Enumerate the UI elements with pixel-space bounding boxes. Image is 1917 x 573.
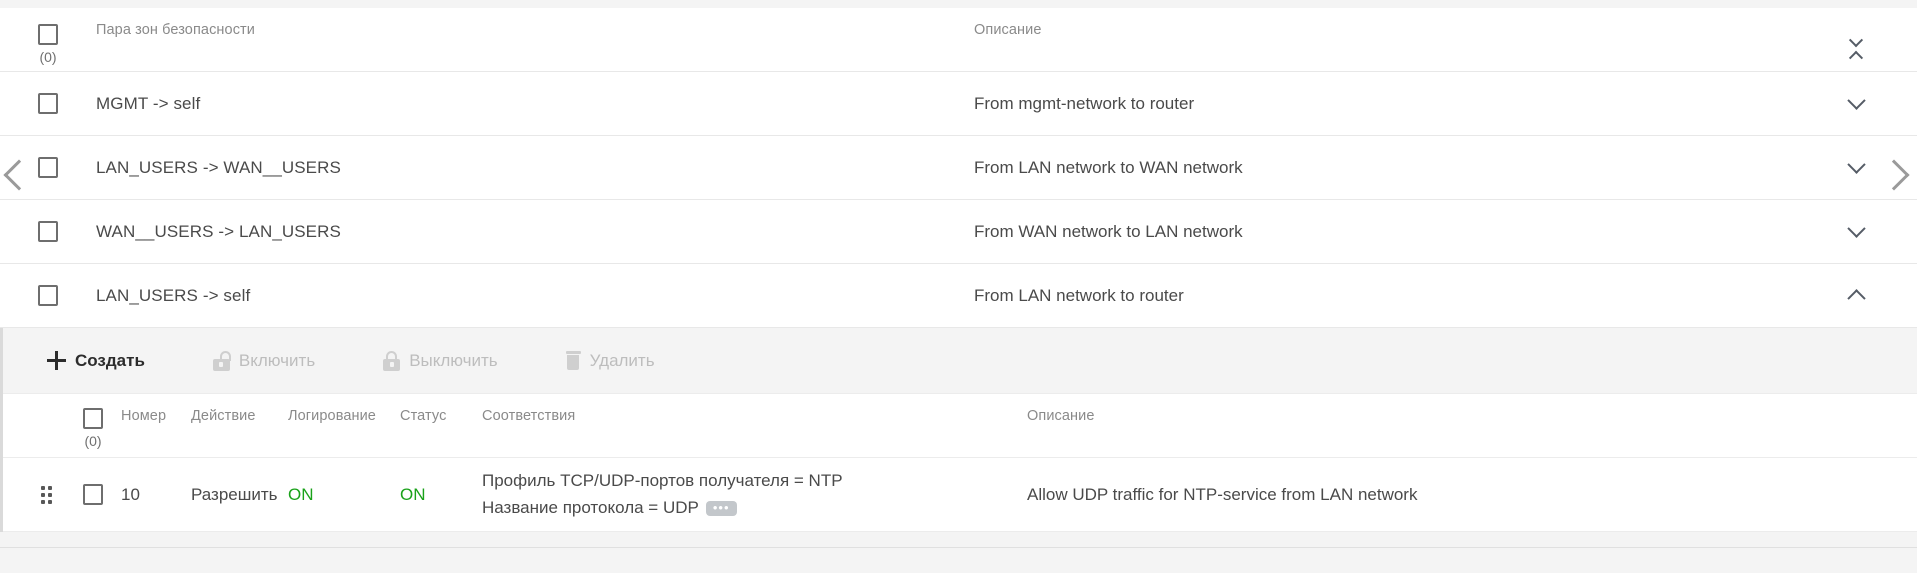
row-checkbox[interactable] — [38, 221, 58, 242]
select-all-count: (0) — [39, 49, 57, 65]
scroll-right-button[interactable] — [1877, 152, 1911, 198]
rule-drag-cell — [27, 485, 65, 504]
disable-button-label: Выключить — [409, 350, 498, 370]
select-all-cell: (0) — [20, 22, 76, 64]
zone-pair-description: From LAN network to router — [974, 285, 1184, 305]
column-header-status: Статус — [400, 408, 447, 424]
row-checkbox[interactable] — [38, 285, 58, 306]
rule-select-cell — [65, 484, 121, 505]
rule-match-line-1: Профиль TCP/UDP-портов получателя = NTP — [482, 471, 843, 491]
chevron-up-icon — [1846, 289, 1866, 308]
rule-match-line-2-wrap: Название протокола = UDP ••• — [482, 495, 1027, 521]
column-header-matches: Соответствия — [482, 408, 576, 424]
rule-status: ON — [400, 484, 426, 504]
rule-description: Allow UDP traffic for NTP-service from L… — [1027, 484, 1418, 504]
row-select-cell — [20, 157, 76, 178]
plus-icon — [47, 351, 66, 370]
rule-action: Разрешить — [191, 484, 278, 504]
column-header-pair: Пара зон безопасности — [96, 22, 255, 38]
column-header-description: Описание — [974, 22, 1042, 38]
zone-pair-description: From LAN network to WAN network — [974, 157, 1243, 177]
zone-pair-name: LAN_USERS -> WAN__USERS — [96, 157, 341, 177]
rule-row[interactable]: 10 Разрешить ON ON Профиль TCP/UDP-порто… — [3, 458, 1917, 532]
row-checkbox[interactable] — [38, 93, 58, 114]
column-header-rule-description: Описание — [1027, 408, 1095, 424]
chevron-left-icon — [3, 159, 35, 191]
zone-pair-row[interactable]: LAN_USERS -> WAN__USERS From LAN network… — [0, 136, 1917, 200]
zone-pair-detail-panel: Создать Включить Выключить — [0, 328, 1917, 532]
chevron-down-icon — [1848, 33, 1864, 48]
zone-pair-name: MGMT -> self — [96, 93, 201, 113]
rule-checkbox[interactable] — [83, 484, 103, 505]
rules-table: (0) Номер Действие Логирование Статус Со… — [3, 394, 1917, 532]
chevron-up-icon — [1848, 50, 1864, 65]
disable-button[interactable]: Выключить — [383, 350, 498, 371]
delete-button[interactable]: Удалить — [565, 350, 655, 371]
rule-match-line-2: Название протокола = UDP — [482, 497, 699, 517]
zone-pair-description: From WAN network to LAN network — [974, 221, 1243, 241]
zone-pair-row-expanded[interactable]: LAN_USERS -> self From LAN network to ro… — [0, 264, 1917, 328]
lock-closed-icon — [383, 350, 401, 371]
expand-row-button[interactable] — [1843, 219, 1869, 245]
chevron-right-icon — [1878, 159, 1910, 191]
chevron-down-icon — [1846, 219, 1866, 238]
drag-handle-icon[interactable] — [40, 485, 52, 504]
chevron-down-icon — [1846, 91, 1866, 110]
select-all-checkbox[interactable] — [38, 24, 58, 45]
zone-pair-row[interactable]: MGMT -> self From mgmt-network to router — [0, 72, 1917, 136]
bottom-strip — [0, 547, 1917, 573]
enable-button[interactable]: Включить — [212, 350, 316, 371]
zone-pair-name: WAN__USERS -> LAN_USERS — [96, 221, 341, 241]
rule-logging: ON — [288, 484, 314, 504]
rules-table-header: (0) Номер Действие Логирование Статус Со… — [3, 394, 1917, 458]
enable-button-label: Включить — [238, 350, 316, 370]
rules-select-all-cell: (0) — [65, 408, 121, 448]
zone-pair-name: LAN_USERS -> self — [96, 285, 251, 305]
column-header-action: Действие — [191, 408, 256, 424]
scroll-left-button[interactable] — [2, 152, 36, 198]
row-select-cell — [20, 221, 76, 242]
zone-pair-description: From mgmt-network to router — [974, 93, 1195, 113]
lock-open-icon — [212, 350, 231, 371]
trash-icon — [565, 351, 581, 370]
create-button[interactable]: Создать — [47, 351, 145, 371]
rules-select-all-checkbox[interactable] — [83, 408, 103, 429]
collapse-all-button[interactable] — [1843, 33, 1869, 65]
expand-row-button[interactable] — [1843, 155, 1869, 181]
rule-number: 10 — [121, 484, 140, 504]
column-header-logging: Логирование — [288, 408, 376, 424]
more-matches-badge[interactable]: ••• — [705, 500, 737, 516]
rules-toolbar: Создать Включить Выключить — [3, 328, 1917, 394]
zone-pair-table: (0) Пара зон безопасности Описание MGMT … — [0, 8, 1917, 532]
chevron-down-icon — [1846, 155, 1866, 174]
rules-select-all-count: (0) — [84, 433, 102, 449]
delete-button-label: Удалить — [589, 350, 655, 370]
collapse-row-button[interactable] — [1843, 283, 1869, 309]
rule-matches: Профиль TCP/UDP-портов получателя = NTP … — [482, 468, 1027, 521]
zone-pair-table-header: (0) Пара зон безопасности Описание — [0, 8, 1917, 72]
row-checkbox[interactable] — [38, 157, 58, 178]
zone-pair-row[interactable]: WAN__USERS -> LAN_USERS From WAN network… — [0, 200, 1917, 264]
row-select-cell — [20, 93, 76, 114]
create-button-label: Создать — [75, 350, 145, 370]
column-header-number: Номер — [121, 408, 167, 424]
expand-row-button[interactable] — [1843, 91, 1869, 117]
row-select-cell — [20, 285, 76, 306]
